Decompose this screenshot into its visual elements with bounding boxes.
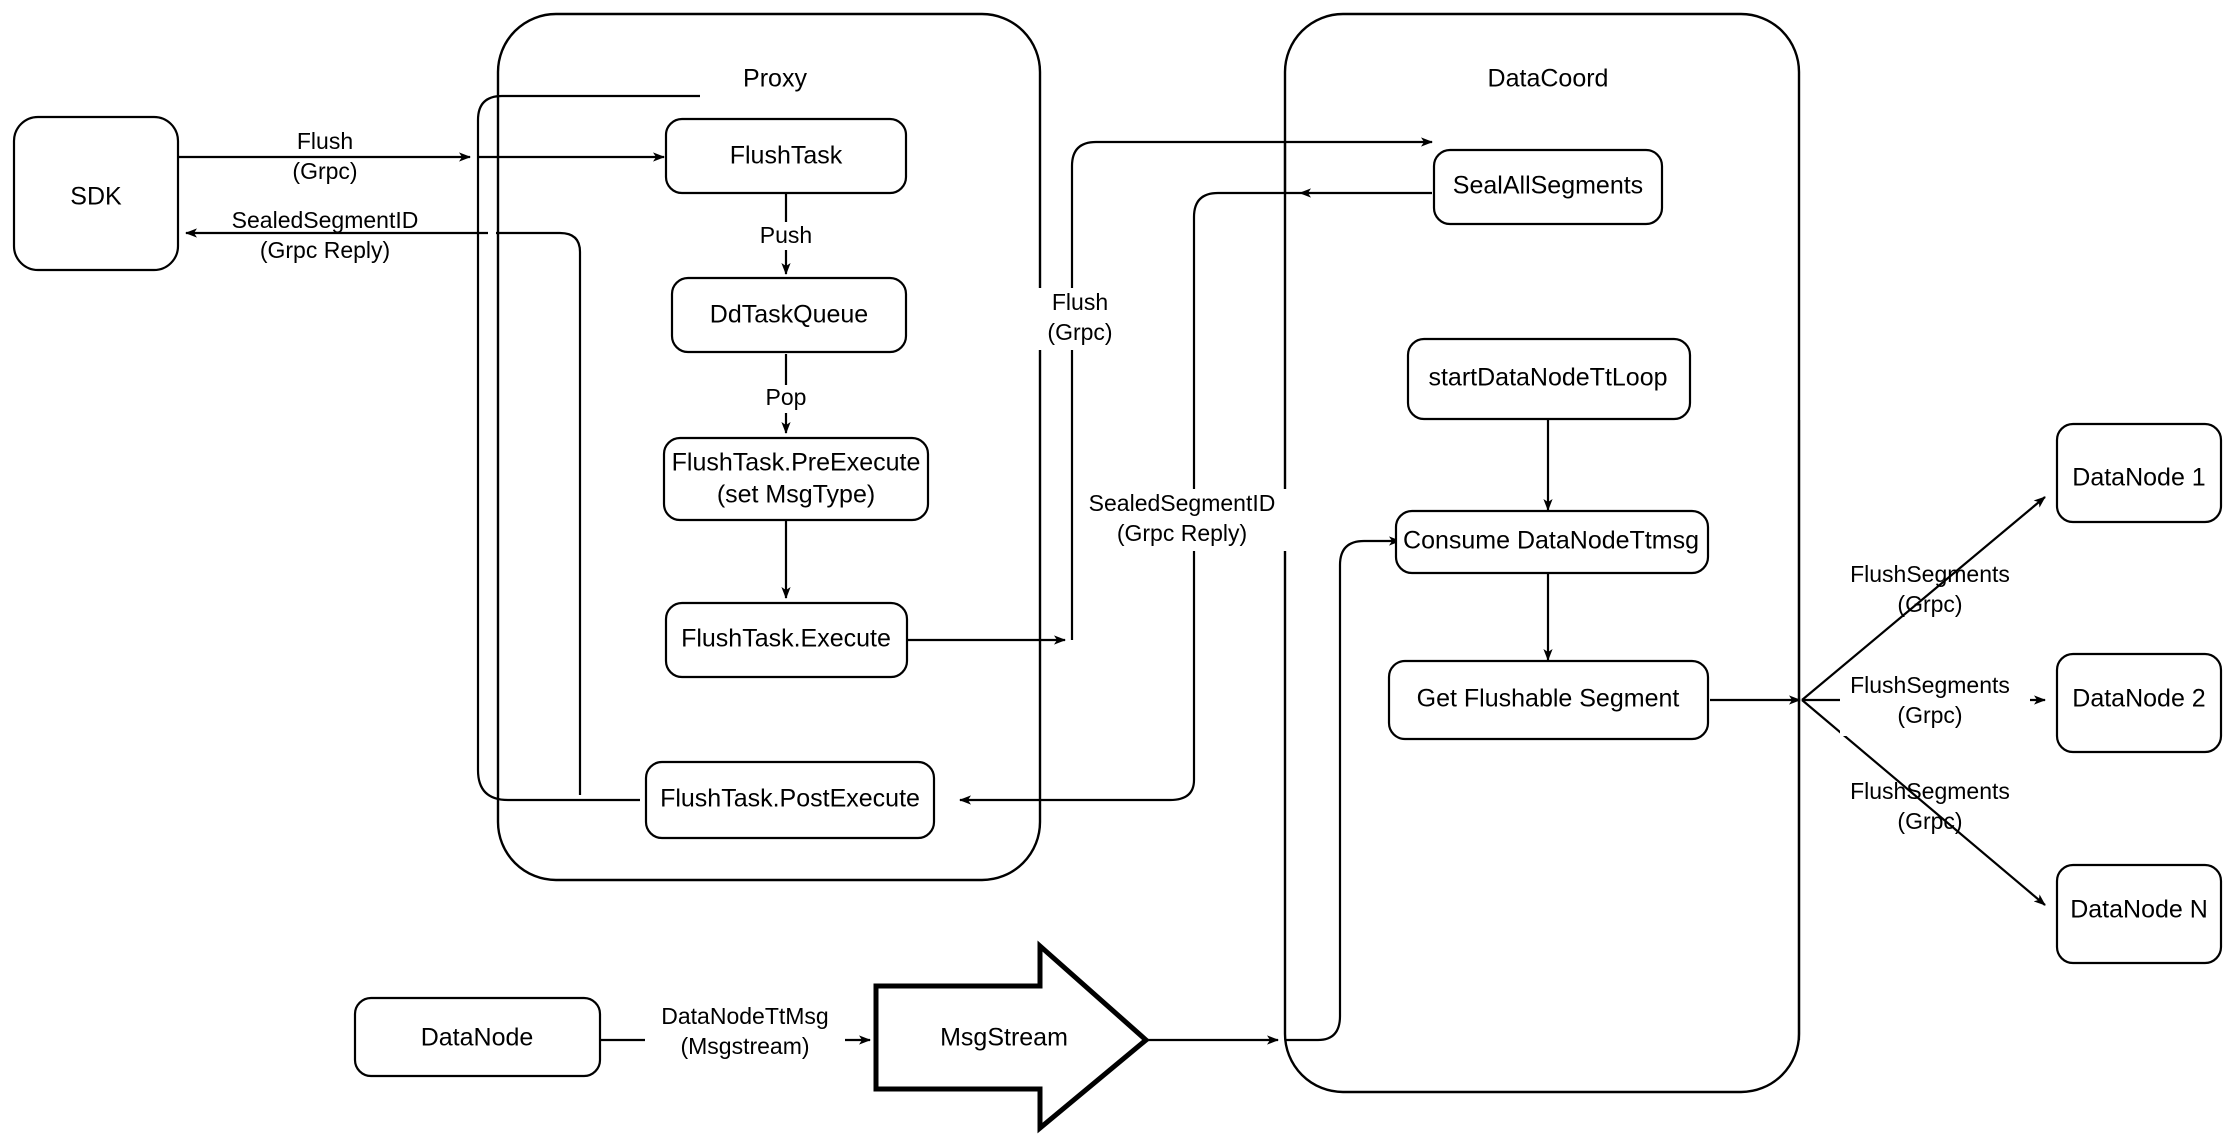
- label-flushsegments-1: FlushSegments (Grpc): [1850, 561, 2010, 617]
- label-push: Push: [747, 222, 825, 250]
- node-flushtask[interactable]: FlushTask: [664, 117, 908, 195]
- datanode-1-rect[interactable]: [2055, 422, 2223, 524]
- edge-proxy-left-trunk: [476, 120, 640, 802]
- sdk-label: SDK: [70, 183, 122, 211]
- node-datanode-n[interactable]: DataNode N: [2055, 863, 2223, 965]
- label-sealedsegmentid-sdk: SealedSegmentID (Grpc Reply): [232, 207, 419, 263]
- flushsegments-1-line2: (Grpc): [1897, 591, 1962, 617]
- node-get-flushable-segment[interactable]: Get Flushable Segment: [1387, 659, 1710, 741]
- sealedsegmentid-coord-label-bg: [1090, 489, 1290, 551]
- get-flushable-segment-rect[interactable]: [1387, 659, 1710, 741]
- flushsegments-2-line2: (Grpc): [1897, 702, 1962, 728]
- edge-hub-to-datanode1: [1801, 496, 2046, 701]
- label-flush-grpc-coord: Flush (Grpc): [1030, 288, 1114, 350]
- label-datanodettmsg: DataNodeTtMsg (Msgstream): [645, 1002, 845, 1064]
- edge-proxy-left-trunk-top: [476, 94, 700, 121]
- label-pop: Pop: [753, 384, 819, 413]
- node-datanode-2[interactable]: DataNode 2: [2055, 652, 2223, 754]
- flushsegments-2-bg: [1840, 674, 2030, 736]
- preexecute-label-line1: FlushTask.PreExecute: [672, 449, 921, 477]
- postexecute-rect[interactable]: [644, 760, 936, 840]
- flush-coord-label-line2: (Grpc): [1047, 319, 1112, 345]
- flush-coord-label-bg: [1030, 288, 1114, 350]
- sealallsegments-rect[interactable]: [1432, 148, 1664, 226]
- startdatanodettloop-label: startDataNodeTtLoop: [1428, 364, 1667, 392]
- node-consume-datanodettmsg[interactable]: Consume DataNodeTtmsg: [1394, 509, 1710, 575]
- sealedsegmentid-label-line1: SealedSegmentID: [232, 207, 419, 233]
- flush-coord-label-line1: Flush: [1052, 289, 1108, 315]
- ddtaskqueue-label: DdTaskQueue: [710, 301, 868, 329]
- postexecute-label: FlushTask.PostExecute: [660, 785, 920, 813]
- pop-label: Pop: [766, 384, 807, 410]
- flushsegments-2-line1: FlushSegments: [1850, 672, 2010, 698]
- flushsegments-1-line1: FlushSegments: [1850, 561, 2010, 587]
- sealallsegments-label: SealAllSegments: [1453, 172, 1643, 200]
- datanode-bottom-label: DataNode: [421, 1024, 534, 1052]
- edge-postexecute-return: [496, 231, 582, 795]
- flush-label-line1: Flush: [297, 128, 353, 154]
- consume-datanodettmsg-rect[interactable]: [1394, 509, 1710, 575]
- edge-ttmsg-to-consume: [1285, 536, 1401, 1042]
- datanode-1-label: DataNode 1: [2072, 464, 2205, 492]
- datanodettmsg-label-line2: (Msgstream): [680, 1033, 809, 1059]
- node-flushtask-postexecute[interactable]: FlushTask.PostExecute: [644, 760, 936, 840]
- node-datanode-1[interactable]: DataNode 1: [2055, 422, 2223, 524]
- label-flushsegments-n: FlushSegments (Grpc): [1850, 778, 2010, 834]
- flushtask-rect[interactable]: [664, 117, 908, 195]
- flushsegments-n-line2: (Grpc): [1897, 808, 1962, 834]
- get-flushable-segment-label: Get Flushable Segment: [1417, 685, 1680, 713]
- proxy-container-label: Proxy: [743, 65, 807, 93]
- pop-label-bg: [753, 385, 819, 413]
- node-sdk[interactable]: SDK: [12, 115, 180, 272]
- datacoord-container-label: DataCoord: [1488, 65, 1609, 93]
- sdk-rect[interactable]: [12, 115, 180, 272]
- flushsegments-n-line1: FlushSegments: [1850, 778, 2010, 804]
- push-label-bg: [747, 222, 825, 250]
- datanodettmsg-label-line1: DataNodeTtMsg: [661, 1003, 828, 1029]
- node-datanode-bottom[interactable]: DataNode: [353, 996, 602, 1078]
- node-flushtask-preexecute[interactable]: FlushTask.PreExecute (set MsgType): [662, 436, 930, 522]
- datanodettmsg-label-bg: [645, 1002, 845, 1064]
- node-flushtask-execute[interactable]: FlushTask.Execute: [664, 601, 909, 679]
- datanode-2-label: DataNode 2: [2072, 685, 2205, 713]
- label-flush-grpc-sdk: Flush (Grpc): [292, 128, 357, 184]
- label-sealedsegmentid-coord: SealedSegmentID (Grpc Reply): [1089, 489, 1290, 551]
- preexecute-label-line2: (set MsgType): [717, 481, 875, 509]
- msgstream-label: MsgStream: [940, 1024, 1068, 1052]
- preexecute-rect[interactable]: [662, 436, 930, 522]
- sealedsegmentid-coord-label-line2: (Grpc Reply): [1117, 520, 1247, 546]
- edge-flush-grpc-riser: [1070, 140, 1270, 640]
- startdatanodettloop-rect[interactable]: [1406, 337, 1692, 421]
- datanode-n-rect[interactable]: [2055, 863, 2223, 965]
- node-ddtaskqueue[interactable]: DdTaskQueue: [670, 276, 908, 354]
- flushtask-label: FlushTask: [730, 142, 843, 170]
- node-msgstream[interactable]: MsgStream: [873, 940, 1150, 1134]
- datanode-n-label: DataNode N: [2070, 896, 2208, 924]
- execute-label: FlushTask.Execute: [681, 625, 891, 653]
- flush-label-line2: (Grpc): [292, 158, 357, 184]
- execute-rect[interactable]: [664, 601, 909, 679]
- label-flushsegments-2: FlushSegments (Grpc): [1840, 672, 2030, 736]
- datanode-2-rect[interactable]: [2055, 652, 2223, 754]
- sealedsegmentid-coord-label-line1: SealedSegmentID: [1089, 490, 1276, 516]
- sealedsegmentid-label-line2: (Grpc Reply): [260, 237, 390, 263]
- ddtaskqueue-rect[interactable]: [670, 276, 908, 354]
- datanode-bottom-rect[interactable]: [353, 996, 602, 1078]
- consume-datanodettmsg-label: Consume DataNodeTtmsg: [1403, 527, 1699, 555]
- msgstream-arrow-shape[interactable]: [873, 940, 1150, 1134]
- node-startdatanodettloop[interactable]: startDataNodeTtLoop: [1406, 337, 1692, 421]
- push-label: Push: [760, 222, 812, 248]
- node-sealallsegments[interactable]: SealAllSegments: [1432, 148, 1664, 226]
